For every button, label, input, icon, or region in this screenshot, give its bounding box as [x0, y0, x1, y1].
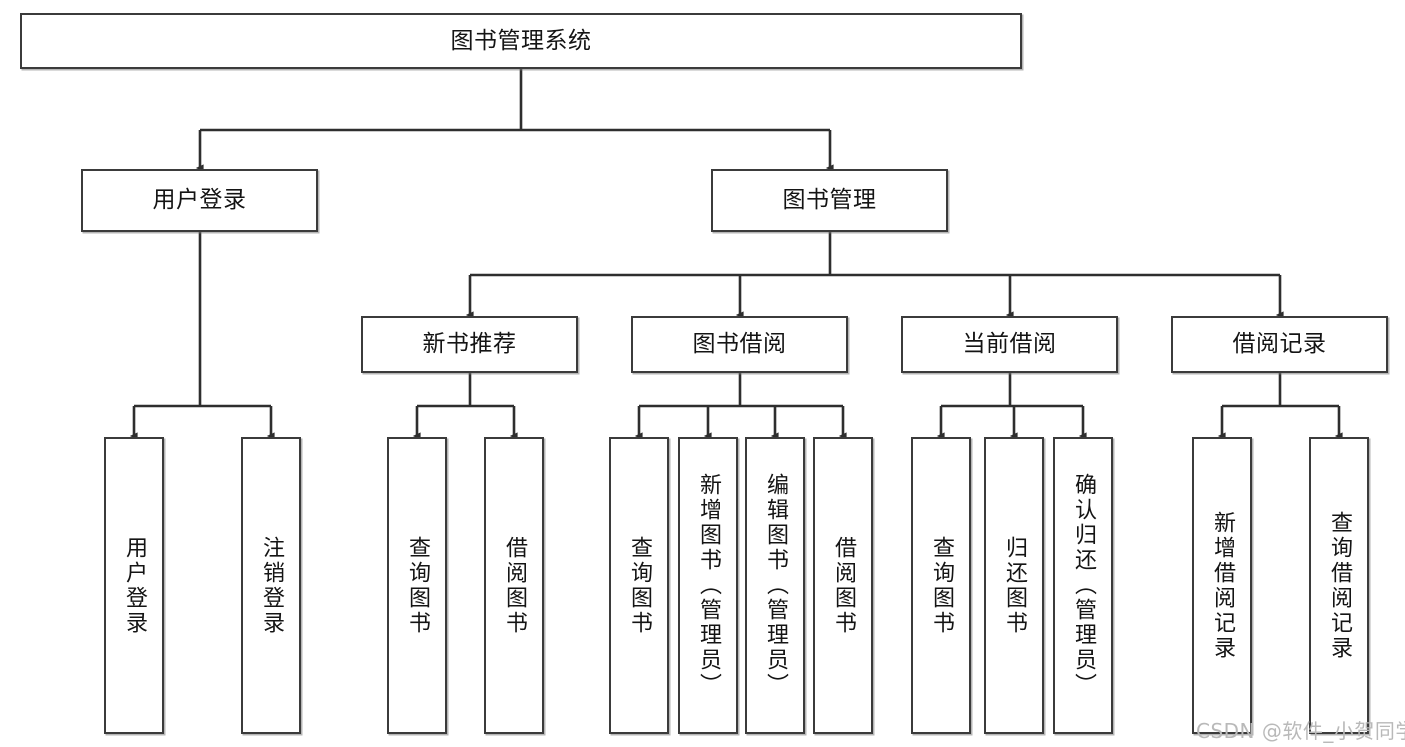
node-leaf-borrow-book[interactable]: 借阅图书 [813, 437, 873, 734]
node-root[interactable]: 图书管理系统 [20, 13, 1022, 69]
watermark: CSDN @软件_小贺同学 [1196, 719, 1405, 743]
node-leaf-edit-book[interactable]: 编辑图书（管理员） [745, 437, 805, 734]
node-root-label: 图书管理系统 [450, 27, 592, 54]
node-new-book-recommend[interactable]: 新书推荐 [361, 316, 578, 373]
node-leaf-add-borrow-record[interactable]: 新增借阅记录 [1192, 437, 1252, 734]
node-leaf-user-logout[interactable]: 注销登录 [241, 437, 301, 734]
node-borrow-record[interactable]: 借阅记录 [1171, 316, 1388, 373]
node-leaf-borrow-book-recommend[interactable]: 借阅图书 [484, 437, 544, 734]
node-leaf-add-book[interactable]: 新增图书（管理员） [678, 437, 738, 734]
node-leaf-edit-book-label: 编辑图书（管理员） [762, 473, 788, 698]
node-leaf-return-book[interactable]: 归还图书 [984, 437, 1044, 734]
node-leaf-borrow-book-recommend-label: 借阅图书 [501, 535, 527, 636]
node-leaf-user-login-label: 用户登录 [121, 535, 147, 636]
node-leaf-user-logout-label: 注销登录 [258, 535, 284, 636]
node-user-login[interactable]: 用户登录 [81, 169, 318, 232]
node-new-book-recommend-label: 新书推荐 [422, 331, 517, 358]
node-leaf-query-borrow-record-label: 查询借阅记录 [1326, 510, 1352, 661]
node-book-borrow-label: 图书借阅 [692, 331, 787, 358]
node-leaf-add-borrow-record-label: 新增借阅记录 [1209, 510, 1235, 661]
node-leaf-confirm-return[interactable]: 确认归还（管理员） [1053, 437, 1113, 734]
node-leaf-query-book-borrow[interactable]: 查询图书 [609, 437, 669, 734]
node-book-manage[interactable]: 图书管理 [711, 169, 948, 232]
node-book-manage-label: 图书管理 [782, 187, 877, 214]
node-current-borrow-label: 当前借阅 [962, 331, 1057, 358]
node-leaf-query-borrow-record[interactable]: 查询借阅记录 [1309, 437, 1369, 734]
node-leaf-query-book-current-label: 查询图书 [928, 535, 954, 636]
node-leaf-borrow-book-label: 借阅图书 [830, 535, 856, 636]
node-leaf-add-book-label: 新增图书（管理员） [695, 473, 721, 698]
node-current-borrow[interactable]: 当前借阅 [901, 316, 1118, 373]
node-leaf-confirm-return-label: 确认归还（管理员） [1070, 473, 1096, 698]
node-leaf-query-book-recommend[interactable]: 查询图书 [387, 437, 447, 734]
node-leaf-query-book-current[interactable]: 查询图书 [911, 437, 971, 734]
node-leaf-query-book-recommend-label: 查询图书 [404, 535, 430, 636]
node-leaf-user-login[interactable]: 用户登录 [104, 437, 164, 734]
node-book-borrow[interactable]: 图书借阅 [631, 316, 848, 373]
node-user-login-label: 用户登录 [152, 187, 247, 214]
node-borrow-record-label: 借阅记录 [1232, 331, 1327, 358]
node-leaf-query-book-borrow-label: 查询图书 [626, 535, 652, 636]
node-leaf-return-book-label: 归还图书 [1001, 535, 1027, 636]
